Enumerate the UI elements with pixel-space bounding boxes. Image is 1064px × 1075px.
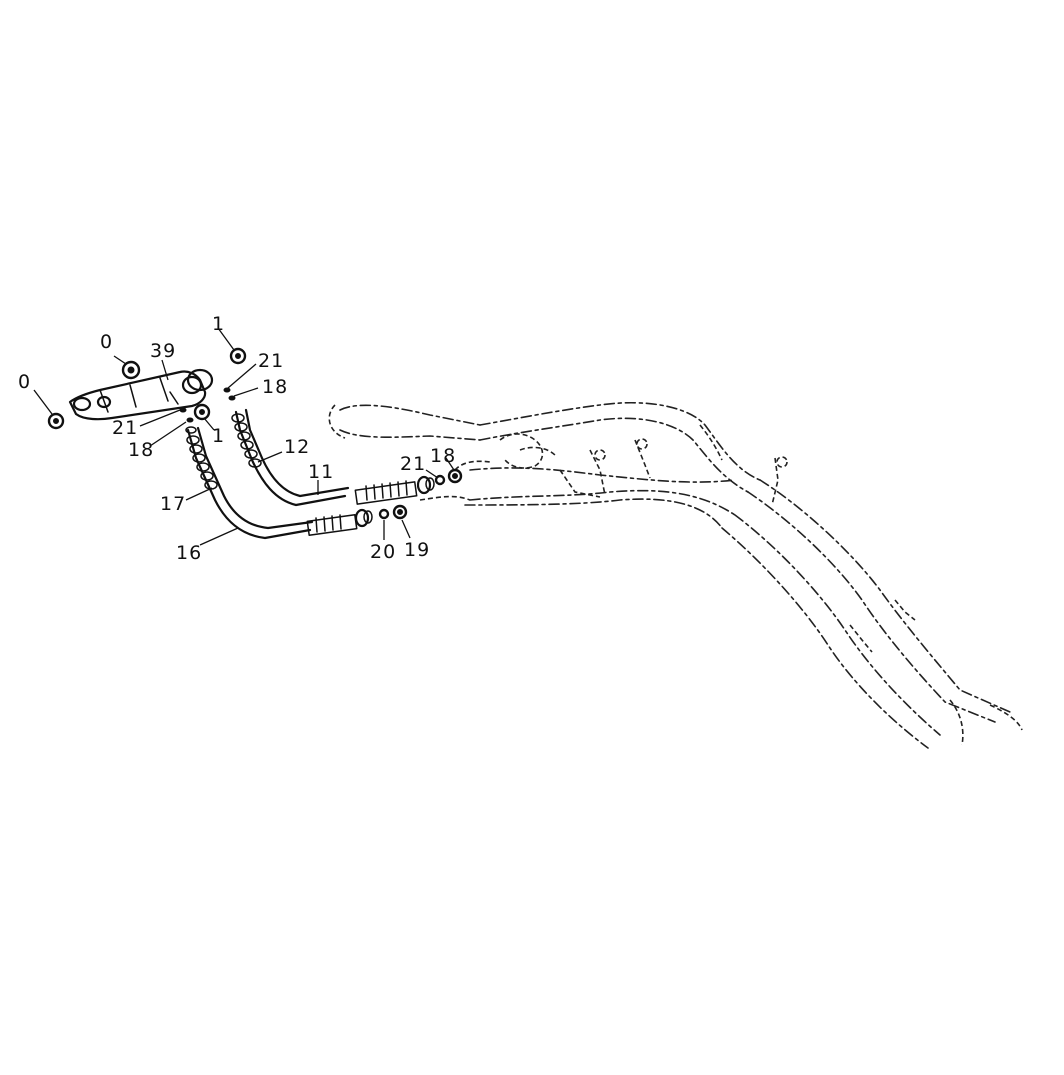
seal-rings-upper (47, 347, 247, 430)
callout-0-upper: 0 (100, 331, 113, 353)
callout-17: 17 (160, 493, 186, 515)
callout-12: 12 (284, 436, 310, 458)
callout-1-lower: 1 (212, 425, 225, 447)
callout-18-right: 18 (430, 445, 456, 467)
valve-block (68, 368, 214, 421)
callout-18-left: 18 (128, 439, 154, 461)
callout-18-upper: 18 (262, 376, 288, 398)
callout-19: 19 (404, 539, 430, 561)
hose-11-end-fitting (354, 475, 435, 505)
callout-21-upper: 21 (258, 350, 284, 372)
callout-0-left: 0 (18, 371, 31, 393)
leader-lines (33, 327, 455, 546)
callout-1-upper: 1 (212, 313, 225, 335)
phantom-boom-outline (328, 402, 1023, 749)
hose-17-crimp (185, 426, 218, 490)
callout-16: 16 (176, 542, 202, 564)
callout-11: 11 (308, 461, 334, 483)
hose-16-17 (185, 426, 373, 540)
callout-labels: 0 0 39 1 21 18 21 18 1 12 11 17 16 21 18… (18, 313, 456, 564)
hose-16-end-fitting (306, 508, 373, 537)
hose-12-crimp (231, 413, 262, 468)
hose-11-12 (231, 408, 435, 507)
callout-39: 39 (150, 340, 176, 362)
callout-20: 20 (370, 541, 396, 563)
callout-21-right: 21 (400, 453, 426, 475)
callout-21-left: 21 (112, 417, 138, 439)
